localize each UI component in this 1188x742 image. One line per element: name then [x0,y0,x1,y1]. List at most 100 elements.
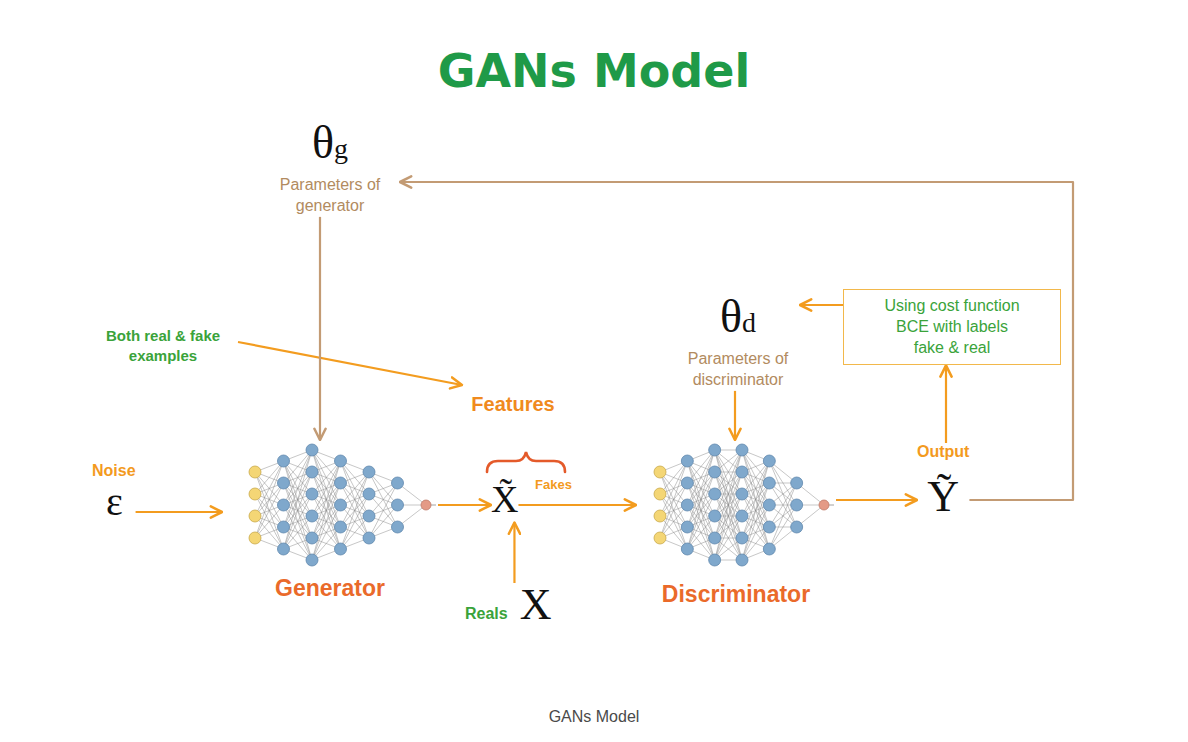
input-symbol: ε [106,480,136,524]
neuron [736,444,748,456]
neuron [363,466,375,478]
parameter-symbol: θg [260,119,400,167]
neuron [654,510,666,522]
flow-arrow [136,511,222,513]
neuron [249,488,261,500]
neuron [278,455,290,467]
neuron [249,532,261,544]
parameter-caption: Parameters of discriminator [676,349,800,391]
flow-arrow [400,182,1073,500]
generator-network [249,444,436,566]
neuron [709,510,721,522]
network-link [769,461,796,527]
neuron [736,510,748,522]
network-link [687,527,714,560]
group-label: Features [463,393,563,416]
curly-brace [487,452,565,472]
network-link [255,516,284,549]
neuron [791,477,803,489]
flow-arrow [438,504,491,506]
network-label: Discriminator [662,581,810,608]
neuron [654,532,666,544]
neuron [763,543,775,555]
neuron [392,499,404,511]
network-edges [255,450,426,560]
leader-arrow [238,342,462,385]
data-label: Reals [465,605,508,623]
neuron [335,477,347,489]
network-link [769,483,796,549]
neuron [278,543,290,555]
neuron [709,444,721,456]
neuron [363,510,375,522]
network-link [312,527,341,560]
network-edges [660,450,824,560]
neuron [363,488,375,500]
neuron [763,521,775,533]
network-link [369,505,398,538]
network-neurons [249,444,431,566]
network-link [284,527,313,560]
neuron [791,521,803,533]
process-box: Using cost function BCE with labels fake… [843,289,1061,365]
neuron [736,488,748,500]
neuron [306,466,318,478]
neuron [709,488,721,500]
network-block: Generator [222,440,438,608]
neuron [763,477,775,489]
parameter-node: θgParameters of generator [260,119,400,217]
neuron [681,521,693,533]
figure-caption: GANs Model [0,708,1188,726]
annotation-text: Fakes [535,477,572,492]
neuron [709,532,721,544]
neuron [306,444,318,456]
neuron [278,521,290,533]
flow-arrow [319,217,321,440]
neuron [363,532,375,544]
discriminator-network [654,444,834,566]
neuron [249,466,261,478]
network-neurons [654,444,829,566]
neuron [763,499,775,511]
flow-arrow [945,365,947,443]
input-label: Noise [92,462,136,480]
neuron [306,532,318,544]
flow-arrow [836,499,917,501]
network-link [341,516,370,549]
neuron [654,488,666,500]
network-link [660,505,687,538]
parameter-caption: Parameters of generator [260,175,400,217]
network-link [284,516,313,549]
neuron [306,488,318,500]
neuron [335,499,347,511]
parameter-symbol: θd [676,293,800,341]
data-node: X̃ [491,477,518,523]
neuron [681,499,693,511]
neuron [736,532,748,544]
neuron [819,500,829,510]
diagram-title: GANs Model [0,44,1188,98]
network-link [715,450,742,560]
network-link [715,450,742,560]
neuron [335,455,347,467]
neuron [709,554,721,566]
neuron [249,510,261,522]
output-label: Output [917,443,969,461]
network-link [742,527,769,560]
annotation-text: Both real & fake examples [92,326,234,365]
neuron [278,499,290,511]
neuron [306,554,318,566]
network-link [255,505,284,538]
neuron [791,499,803,511]
neuron [681,477,693,489]
flow-arrow [518,504,636,506]
neuron [392,521,404,533]
data-symbol: X [520,583,552,627]
output-node: OutputỸ [917,443,969,521]
neuron [654,466,666,478]
neuron [709,466,721,478]
data-node: Reals X [465,583,551,627]
neuron [392,477,404,489]
flow-arrow [800,304,843,306]
